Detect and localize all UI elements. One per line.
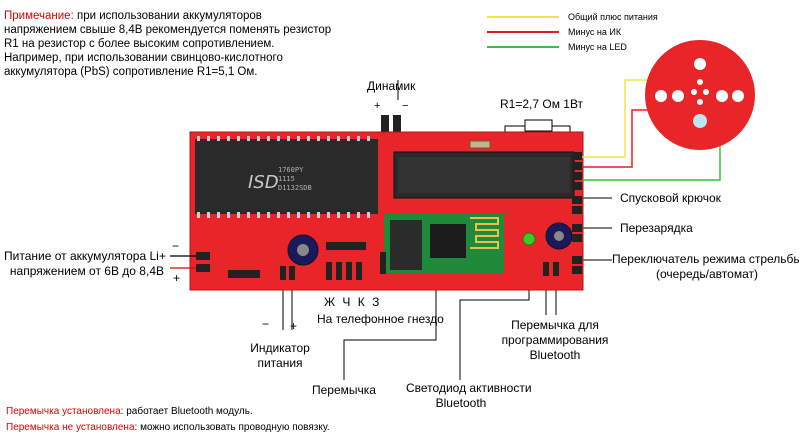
speaker-pin-minus bbox=[381, 115, 389, 145]
power-minus-sign: − bbox=[172, 239, 180, 253]
power-label-plus: + bbox=[159, 249, 167, 263]
board-resistor bbox=[469, 140, 491, 149]
legend-label-red: Минус на ИК bbox=[568, 27, 622, 37]
chip-label: ISD bbox=[248, 172, 279, 193]
indicator-label-1: Индикатор bbox=[250, 341, 310, 355]
footer-line-1-red: Перемычка установлена bbox=[6, 406, 121, 417]
indicator-label-2: питания bbox=[257, 356, 303, 370]
power-label-1: Питание от аккумулятора Li bbox=[4, 249, 159, 263]
diode-1 bbox=[326, 242, 366, 250]
footer-line-2: Перемычка не установлена: можно использо… bbox=[6, 421, 330, 434]
power-label-2: напряжением от 6В до 8,4В bbox=[9, 264, 164, 278]
isd-chip: ISD 1760PY 1115 D1132SDB bbox=[195, 136, 378, 218]
speaker-label: Динамик bbox=[367, 79, 416, 93]
jack-letters: Ж Ч К З bbox=[324, 295, 382, 309]
prog-label-1: Перемычка для bbox=[511, 318, 599, 332]
footer-line-2-text: : можно использовать проводную повязку. bbox=[134, 422, 330, 433]
right-headers bbox=[572, 152, 582, 274]
note-block: Примечание: при использовании аккумулято… bbox=[4, 9, 334, 79]
speaker-pin-plus bbox=[393, 115, 401, 145]
chip-code-1: 1760PY bbox=[278, 166, 304, 174]
ir-target-disk bbox=[645, 40, 755, 150]
footer-line-1: Перемычка установлена: работает Bluetoot… bbox=[6, 405, 253, 418]
led-label-1: Светодиод активности bbox=[406, 381, 532, 395]
speaker-plus: + bbox=[374, 100, 381, 112]
indicator-plus: + bbox=[290, 319, 298, 333]
jumper-leader bbox=[343, 275, 437, 380]
power-plus-sign: + bbox=[173, 271, 181, 285]
speaker-minus: − bbox=[402, 100, 409, 112]
led-bluetooth bbox=[522, 232, 536, 246]
indicator-minus: − bbox=[262, 317, 270, 331]
prog-label-2: программирования bbox=[501, 333, 609, 347]
footer-line-1-text: : работает Bluetooth модуль. bbox=[120, 406, 253, 417]
bottom-pins bbox=[280, 252, 559, 280]
note-text: при использовании аккумуляторов напряжен… bbox=[4, 10, 332, 78]
legend-label-yellow: Общий плюс питания bbox=[568, 12, 658, 22]
fire-mode-label-1: Переключатель режима стрельбы bbox=[612, 252, 800, 266]
legend-line-green bbox=[487, 46, 559, 48]
legend-line-red bbox=[487, 31, 559, 33]
reload-label: Перезарядка bbox=[620, 221, 693, 235]
trigger-label: Спусковой крючок bbox=[620, 191, 721, 205]
footer-line-2-red: Перемычка не установлена bbox=[6, 422, 135, 433]
fire-mode-label-2: (очередь/автомат) bbox=[656, 267, 758, 281]
note-prefix: Примечание: bbox=[4, 10, 74, 22]
bluetooth-module bbox=[384, 214, 504, 274]
prog-label-3: Bluetooth bbox=[529, 348, 581, 362]
diode-2 bbox=[228, 270, 260, 278]
mcu-chip bbox=[393, 151, 575, 199]
chip-code-3: D1132SDB bbox=[278, 184, 312, 192]
legend-label-green: Минус на LED bbox=[568, 42, 627, 52]
chip-code-2: 1115 bbox=[278, 175, 295, 183]
legend-line-yellow bbox=[487, 16, 559, 18]
power-pins bbox=[196, 252, 210, 272]
resistor-label: R1=2,7 Ом 1Вт bbox=[500, 97, 584, 111]
jumper-label: Перемычка bbox=[312, 383, 376, 397]
jack-label: На телефонное гнездо bbox=[317, 312, 444, 326]
led-label-2: Bluetooth bbox=[435, 396, 487, 410]
